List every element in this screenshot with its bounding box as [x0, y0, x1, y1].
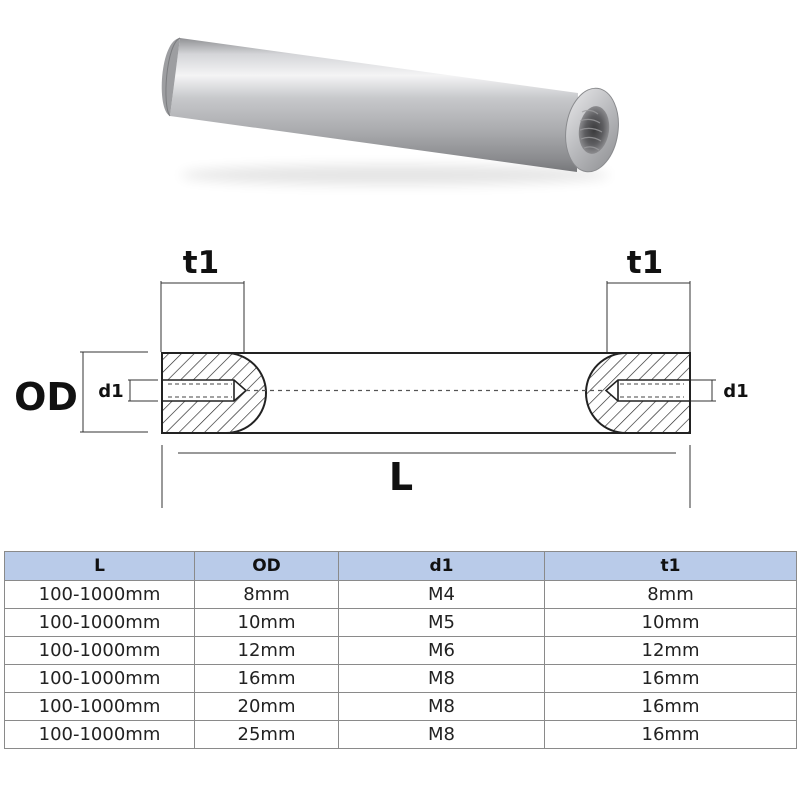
t1-right-dimension: t1 [606, 245, 691, 352]
spec-table: L OD d1 t1 100-1000mm 8mm M4 8mm 100-100… [4, 551, 797, 749]
header-cell-d1: d1 [338, 551, 545, 581]
cell-t1: 16mm [544, 720, 797, 749]
d1-left-label: d1 [98, 381, 123, 402]
rod-section [161, 352, 691, 434]
table-row: 100-1000mm 20mm M8 16mm [4, 692, 797, 721]
cell-t1: 10mm [544, 608, 797, 637]
t1-left-label: t1 [183, 245, 219, 281]
cell-d1: M5 [338, 608, 545, 637]
cell-t1: 16mm [544, 692, 797, 721]
od-dimension: OD [14, 351, 148, 433]
length-label: L [389, 455, 413, 499]
cell-l: 100-1000mm [4, 692, 195, 721]
table-row: 100-1000mm 10mm M5 10mm [4, 608, 797, 637]
cell-od: 25mm [194, 720, 339, 749]
cell-d1: M4 [338, 580, 545, 609]
d1-right-label: d1 [723, 381, 748, 402]
rod-body [161, 37, 578, 172]
header-cell-od: OD [194, 551, 339, 581]
cell-d1: M8 [338, 664, 545, 693]
t1-left-dimension: t1 [160, 245, 245, 352]
header-cell-t1: t1 [544, 551, 797, 581]
header-cell-l: L [4, 551, 195, 581]
cell-d1: M6 [338, 636, 545, 665]
cell-l: 100-1000mm [4, 608, 195, 637]
table-header-row: L OD d1 t1 [4, 551, 797, 581]
cell-t1: 8mm [544, 580, 797, 609]
cell-od: 20mm [194, 692, 339, 721]
table-row: 100-1000mm 16mm M8 16mm [4, 664, 797, 693]
d1-left-dimension: d1 [98, 379, 158, 402]
cell-d1: M8 [338, 720, 545, 749]
table-row: 100-1000mm 8mm M4 8mm [4, 580, 797, 609]
cell-l: 100-1000mm [4, 720, 195, 749]
cell-t1: 16mm [544, 664, 797, 693]
cell-l: 100-1000mm [4, 580, 195, 609]
dimension-drawing: t1 t1 OD d1 d1 [14, 245, 749, 508]
length-dimension: L [161, 445, 691, 508]
cell-l: 100-1000mm [4, 664, 195, 693]
rod-threaded-end [565, 87, 619, 173]
t1-right-label: t1 [627, 245, 663, 281]
cell-od: 12mm [194, 636, 339, 665]
cell-t1: 12mm [544, 636, 797, 665]
table-row: 100-1000mm 25mm M8 16mm [4, 720, 797, 749]
table-row: 100-1000mm 12mm M6 12mm [4, 636, 797, 665]
cell-d1: M8 [338, 692, 545, 721]
od-label: OD [14, 375, 78, 419]
d1-right-dimension: d1 [690, 379, 749, 402]
product-photo [161, 37, 619, 185]
cell-od: 10mm [194, 608, 339, 637]
cell-od: 16mm [194, 664, 339, 693]
cell-od: 8mm [194, 580, 339, 609]
cell-l: 100-1000mm [4, 636, 195, 665]
